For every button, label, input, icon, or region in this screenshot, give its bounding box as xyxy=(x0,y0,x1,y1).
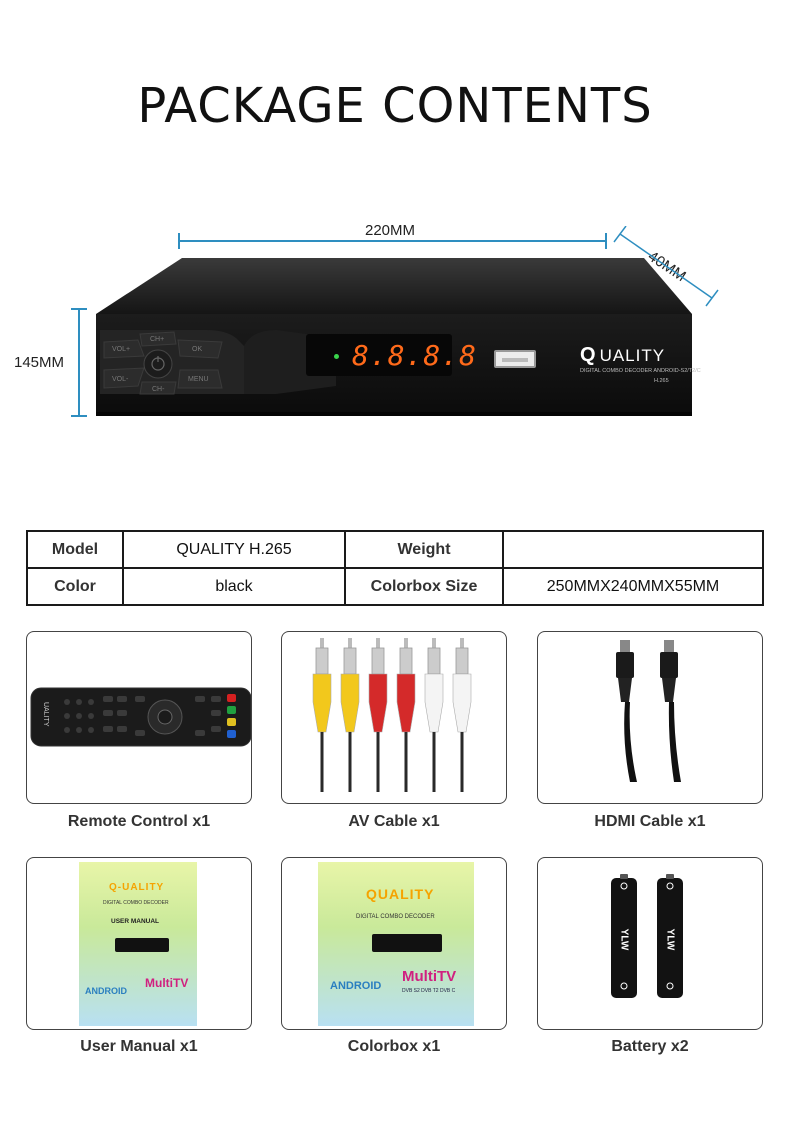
av-plug-red xyxy=(368,638,388,792)
dimension-height-tick-top xyxy=(71,308,87,310)
battery-card: YLW YLW xyxy=(537,857,763,1030)
remote-control-card: UALITY xyxy=(26,631,252,804)
spec-table: Model QUALITY H.265 Weight Color black C… xyxy=(26,530,764,606)
weight-value xyxy=(502,530,764,569)
usb-port xyxy=(494,350,536,368)
colorbox-size-label: Colorbox Size xyxy=(344,567,504,606)
manual-title: USER MANUAL xyxy=(111,918,160,925)
dimension-width-tick-left xyxy=(178,233,180,249)
av-plug-yellow xyxy=(340,638,360,792)
colorbox-dvb-label: DVB S2 DVB T2 DVB C xyxy=(402,988,456,994)
color-label: Color xyxy=(26,567,124,606)
colorbox-size-value: 250MMX240MMX55MM xyxy=(502,567,764,606)
av-plug-white xyxy=(452,638,472,792)
user-manual-caption: User Manual x1 xyxy=(80,1038,198,1055)
dimension-height-label: 145MM xyxy=(14,354,65,371)
user-manual-image: Q-UALITY DIGITAL COMBO DECODER USER MANU… xyxy=(79,862,197,1026)
device-button-label-menu: MENU xyxy=(188,376,209,383)
colorbox-multitv-label: MultiTV xyxy=(402,968,457,985)
dimension-height-tick-bottom xyxy=(71,415,87,417)
manual-brand-logo: Q-UALITY xyxy=(109,882,165,893)
av-cable-caption: AV Cable x1 xyxy=(348,813,440,830)
av-plug-red xyxy=(396,638,416,792)
colorbox-card: QUALITY DIGITAL COMBO DECODER ANDROID Mu… xyxy=(281,857,507,1030)
battery-brand-label-2: YLW xyxy=(664,928,676,951)
hdmi-cable-caption: HDMI Cable x1 xyxy=(594,813,706,830)
device-button-label-ok: OK xyxy=(192,346,203,353)
colorbox-device-thumbnail xyxy=(372,934,442,952)
colorbox-subtitle: DIGITAL COMBO DECODER xyxy=(356,914,435,920)
weight-label: Weight xyxy=(344,530,504,569)
av-plug-white xyxy=(424,638,444,792)
device-button-label-vol-up: VOL+ xyxy=(112,346,131,353)
device-button-label-ch-down: CH- xyxy=(152,386,165,393)
colorbox-android-label: ANDROID xyxy=(330,980,382,992)
hdmi-cable-image xyxy=(616,640,681,782)
battery-caption: Battery x2 xyxy=(611,1038,689,1055)
av-cable-image xyxy=(312,638,472,792)
dimension-width-tick-right xyxy=(605,233,607,249)
dimension-width-line xyxy=(178,240,606,242)
device-button-label-ch-up: CH+ xyxy=(150,336,165,343)
hdmi-cable-card xyxy=(537,631,763,804)
device-display: 8.8.8.8 xyxy=(306,334,476,376)
page-title: PACKAGE CONTENTS xyxy=(137,78,653,134)
device-button-label-vol-down: VOL- xyxy=(112,376,129,383)
display-indicator-dot xyxy=(334,354,339,359)
battery-brand-label-1: YLW xyxy=(618,928,630,951)
spec-row: Model QUALITY H.265 Weight xyxy=(26,530,764,569)
dimension-height-line xyxy=(78,308,80,416)
device-control-buttons xyxy=(103,331,223,395)
manual-android-label: ANDROID xyxy=(85,986,127,996)
dimension-width-label: 220MM xyxy=(365,222,416,239)
colorbox-image: QUALITY DIGITAL COMBO DECODER ANDROID Mu… xyxy=(318,862,474,1026)
battery-image xyxy=(611,874,683,998)
color-value: black xyxy=(122,567,346,606)
manual-multitv-label: MultiTV xyxy=(145,976,189,990)
spec-row: Color black Colorbox Size 250MMX240MMX55… xyxy=(26,567,764,606)
model-label: Model xyxy=(26,530,124,569)
remote-brand-label: UALITY xyxy=(42,702,49,727)
colorbox-caption: Colorbox x1 xyxy=(347,1038,441,1055)
device-subtitle: DIGITAL COMBO DECODER ANDROID-S2/T2/C xyxy=(580,368,701,374)
dimension-depth-line xyxy=(613,226,719,307)
user-manual-card: Q-UALITY DIGITAL COMBO DECODER USER MANU… xyxy=(26,857,252,1030)
manual-subtitle: DIGITAL COMBO DECODER xyxy=(103,900,169,906)
device-model-code: H.265 xyxy=(654,378,669,384)
colorbox-brand-logo: QUALITY xyxy=(366,886,435,902)
model-value: QUALITY H.265 xyxy=(122,530,346,569)
av-cable-card xyxy=(281,631,507,804)
display-digits: 8.8.8.8 xyxy=(352,339,478,372)
manual-device-thumbnail xyxy=(115,938,169,952)
remote-control-caption: Remote Control x1 xyxy=(67,813,211,830)
remote-control-image xyxy=(30,687,251,747)
av-plug-yellow xyxy=(312,638,332,792)
